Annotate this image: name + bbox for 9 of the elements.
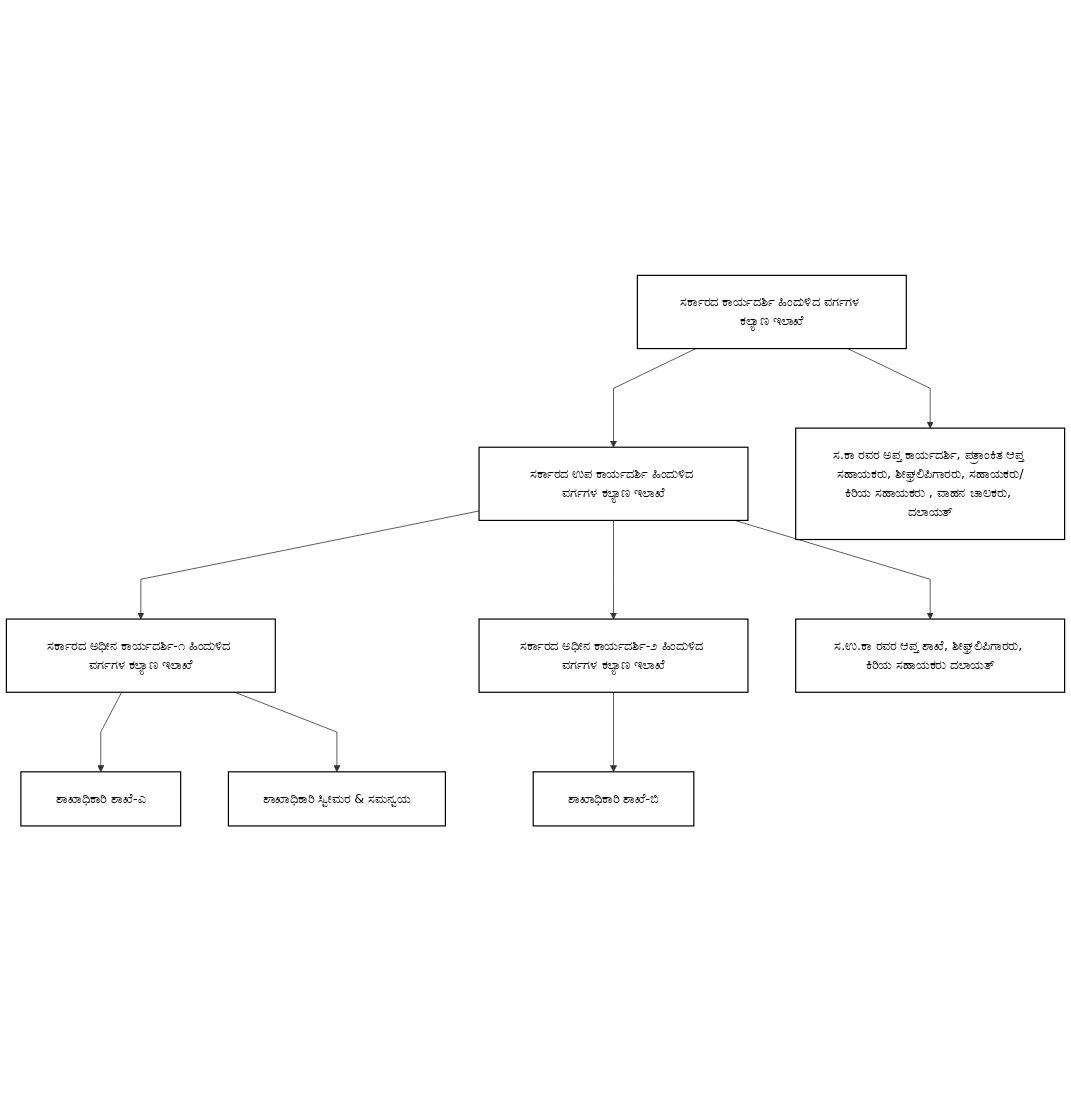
node-box: ಶಾಖಾಧಿಕಾರಿ ಶಾಖೆ-ಬಿ: [532, 771, 695, 827]
node-box: ಸರ್ಕಾರದ ಅಧೀನ ಕಾರ್ಯದರ್ಶಿ-೧ ಹಿಂದುಳಿದ ವರ್ಗಗಳ ಕಲ್ಯಾಣ ಇಲಾಖೆ: [5, 618, 276, 694]
node-box: ಸ.ಉ.ಕಾ ರವರ ಆಪ್ತ ಶಾಖೆ, ಶೀಘ್ರಲಿಪಿಗಾರರು, ಕಿರಿಯ ಸಹಾಯಕರು ದಲಾಯತ್: [795, 618, 1066, 694]
node-box: ಶಾಖಾಧಿಕಾರಿ ಶಾಖೆ-ಎ: [20, 771, 182, 827]
node-box: ಸರ್ಕಾರದ ಉಪ ಕಾರ್ಯದರ್ಶಿ ಹಿಂದುಳಿದ ವರ್ಗಗಳ ಕಲ್ಯಾಣ ಇಲಾಖೆ: [478, 446, 749, 522]
node-box: ಶಾಖಾಧಿಕಾರಿ ಸ್ವೀಮರ & ಸಮನ್ವಯ: [227, 771, 446, 827]
node-box: ಸ.ಕಾ ರವರ ಅಪ್ತ ಕಾರ್ಯದರ್ಶಿ, ಪತ್ರಾಂಕಿತ ಆಪ್ತ ಸಹಾಯಕರು, ಶೀಘ್ರಲಿಪಿಗಾರರು, ಸಹಾಯಕರು/ಕಿರಿಯ ಸಹಾಯಕರು , ವಾಹನ ಚಾಲಕರು, ದಲಾಯತ್: [795, 427, 1066, 541]
node-box: ಸರ್ಕಾರದ ಅಧೀನ ಕಾರ್ಯದರ್ಶಿ-೨ ಹಿಂದುಳಿದ ವರ್ಗಗಳ ಕಲ್ಯಾಣ ಇಲಾಖೆ: [478, 618, 749, 694]
node-box: ಸರ್ಕಾರದ ಕಾರ್ಯದರ್ಶಿ ಹಿಂದುಳಿದ ವರ್ಗಗಳ ಕಲ್ಯಾಣ ಇಲಾಖೆ: [636, 275, 907, 350]
